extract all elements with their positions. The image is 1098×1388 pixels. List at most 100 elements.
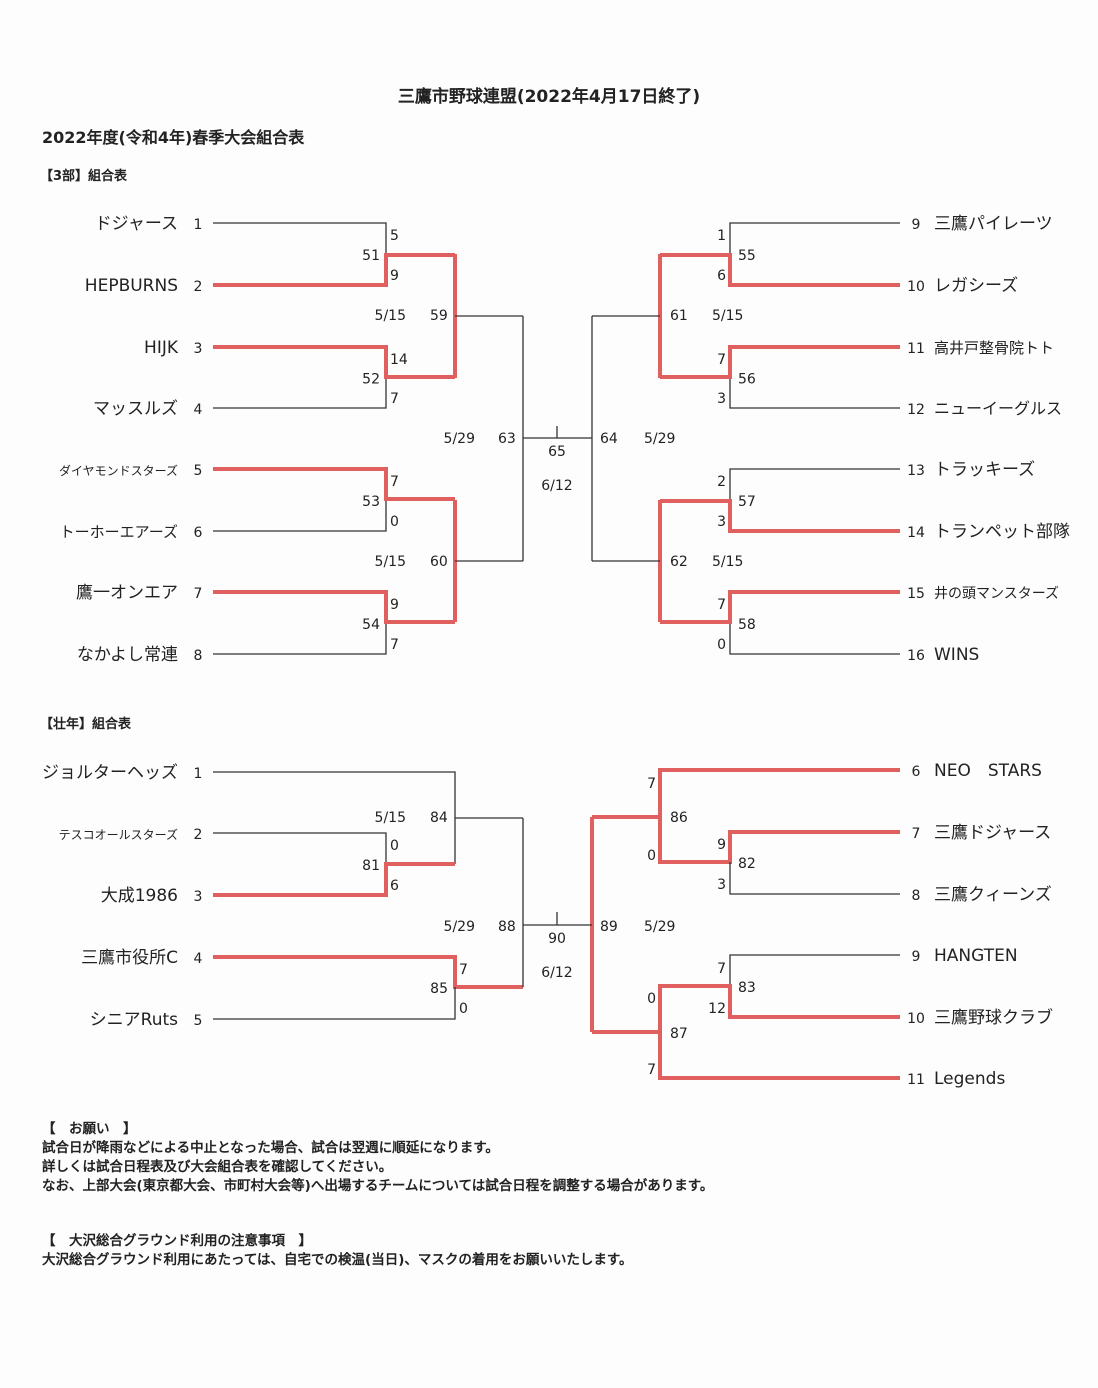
winner-path [592, 768, 900, 819]
bracket-line [213, 222, 387, 254]
game-score: 6 [717, 268, 726, 284]
game-date: 5/15 [375, 308, 406, 324]
team-number: 7 [194, 586, 203, 602]
game-score: 7 [647, 1062, 656, 1078]
division3-title: 【3部】組合表 [40, 169, 128, 184]
team-name: HEPBURNS [85, 276, 178, 296]
game-number: 60 [430, 554, 448, 570]
game-score: 9 [717, 837, 726, 853]
team-name: WINS [934, 645, 979, 665]
game-date: 5/15 [712, 308, 743, 324]
game-number: 89 [600, 919, 618, 935]
game-score: 0 [647, 991, 656, 1007]
game-score: 0 [717, 637, 726, 653]
game-number: 84 [430, 810, 448, 826]
team-number: 11 [907, 341, 925, 357]
game-score: 3 [717, 514, 726, 530]
winner-path [213, 467, 455, 501]
game-number: 56 [738, 372, 756, 388]
game-score: 7 [390, 391, 399, 407]
winner-path [660, 253, 900, 287]
team-number: 11 [907, 1072, 925, 1088]
game-number: 59 [430, 308, 448, 324]
game-score: 2 [717, 474, 726, 490]
game-date: 5/29 [644, 919, 675, 935]
winner-path [213, 253, 455, 287]
game-score: 7 [390, 637, 399, 653]
team-name: トーホーエアーズ [60, 523, 178, 541]
team-name: シニアRuts [90, 1010, 178, 1030]
game-number: 54 [362, 617, 380, 633]
game-score: 1 [717, 228, 726, 244]
ground-title: 【 大沢総合グラウンド利用の注意事項 】 [42, 1233, 312, 1249]
bracket-line [729, 377, 900, 409]
game-score: 0 [390, 838, 399, 854]
team-name: 井の頭マンスターズ [934, 586, 1059, 602]
game-number: 65 [548, 444, 566, 460]
team-name: HIJK [144, 338, 179, 358]
game-number: 57 [738, 494, 756, 510]
team-name: Legends [934, 1069, 1005, 1089]
game-number: 82 [738, 856, 756, 872]
game-number: 58 [738, 617, 756, 633]
team-number: 1 [194, 217, 203, 233]
game-number: 61 [670, 308, 688, 324]
team-name: マッスルズ [93, 399, 178, 419]
team-number: 6 [912, 764, 921, 780]
game-score: 7 [647, 776, 656, 792]
team-name: ドジャース [95, 214, 178, 234]
winner-path [658, 1032, 900, 1080]
game-date: 5/15 [712, 554, 743, 570]
bracket-line [213, 987, 456, 1020]
game-number: 64 [600, 431, 618, 447]
team-number: 13 [907, 463, 925, 479]
game-score: 7 [717, 352, 726, 368]
game-number: 87 [670, 1026, 688, 1042]
game-date: 5/29 [444, 919, 475, 935]
winner-path [213, 590, 455, 624]
team-number: 4 [194, 951, 203, 967]
team-name: 高井戸整骨院トト [934, 339, 1054, 357]
game-score: 7 [717, 597, 726, 613]
team-number: 14 [907, 525, 925, 541]
team-name: HANGTEN [934, 946, 1018, 966]
game-score: 7 [717, 961, 726, 977]
team-name: トラッキーズ [934, 460, 1035, 480]
game-score: 7 [459, 962, 468, 978]
game-score: 3 [717, 877, 726, 893]
game-score: 3 [717, 391, 726, 407]
winner-path [658, 817, 900, 864]
game-date: 5/29 [444, 431, 475, 447]
team-number: 2 [194, 827, 203, 843]
game-score: 9 [390, 268, 399, 284]
winner-path [660, 590, 900, 624]
team-name: トランペット部隊 [934, 522, 1070, 542]
game-date: 5/29 [644, 431, 675, 447]
game-number: 52 [362, 372, 380, 388]
team-number: 5 [194, 463, 203, 479]
game-number: 53 [362, 494, 380, 510]
game-number: 83 [738, 980, 756, 996]
game-number: 85 [430, 981, 448, 997]
bracket-line [213, 771, 456, 864]
ground-line: 大沢総合グラウンド利用にあたっては、自宅での検温(当日)、マスクの着用をお願いい… [42, 1252, 633, 1268]
game-number: 62 [670, 554, 688, 570]
team-number: 1 [194, 766, 203, 782]
game-score: 12 [708, 1001, 726, 1017]
game-score: 7 [390, 474, 399, 490]
game-date: 5/15 [375, 810, 406, 826]
team-name: ダイヤモンドスターズ [59, 463, 178, 478]
team-number: 7 [912, 826, 921, 842]
request-line: 詳しくは試合日程表及び大会組合表を確認してください。 [42, 1159, 393, 1175]
game-number: 55 [738, 248, 756, 264]
team-number: 9 [912, 217, 921, 233]
game-date: 6/12 [541, 478, 572, 494]
team-name: 三鷹ドジャース [934, 822, 1051, 843]
team-name: テスコオールスターズ [59, 827, 178, 842]
team-number: 2 [194, 279, 203, 295]
winner-path [660, 345, 900, 379]
request-line: なお、上部大会(東京都大会、市町村大会等)へ出場するチームについては試合日程を調… [42, 1178, 714, 1194]
request-line: 試合日が降雨などによる中止となった場合、試合は翌週に順延になります。 [42, 1140, 499, 1156]
